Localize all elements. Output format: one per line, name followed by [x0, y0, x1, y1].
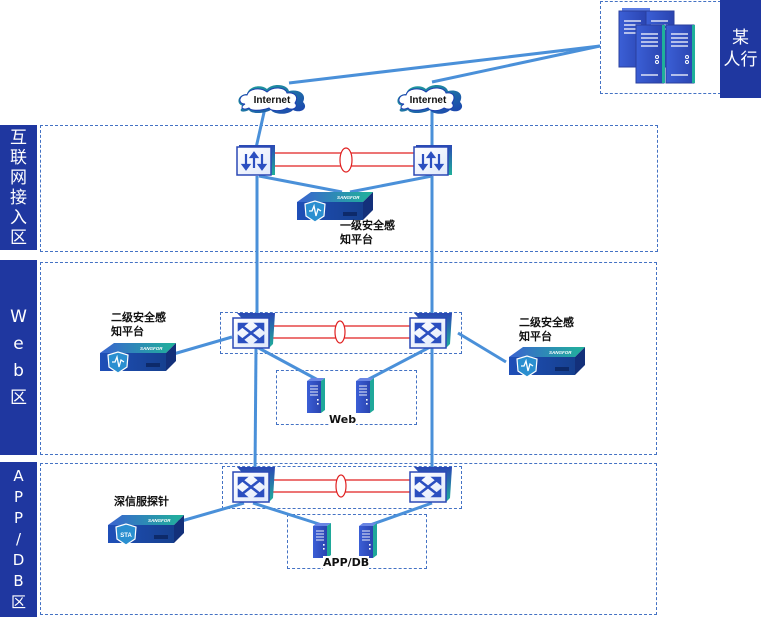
app-switch-group-box [222, 466, 462, 509]
internet-left-label: Internet [254, 95, 291, 106]
web-server-icon-1[interactable] [307, 378, 325, 413]
web-server-group-label: Web [329, 413, 357, 427]
link-bank-to-internet-right [431, 44, 601, 84]
web-switch-group-box [220, 312, 462, 354]
router-icon-left[interactable] [236, 145, 275, 176]
router-icon-right[interactable] [413, 145, 452, 176]
zone-label-char: 区 [10, 387, 27, 408]
svg-text:SANGFOR: SANGFOR [549, 350, 572, 355]
web-server-icon-2[interactable] [356, 378, 374, 413]
bank-label-line: 人行 [723, 50, 758, 70]
svg-text:SANGFOR: SANGFOR [337, 195, 360, 200]
links [169, 44, 601, 527]
zone-label-char: P [13, 488, 24, 506]
zone-box-web [40, 262, 657, 455]
bank-label: 某 人行 [720, 0, 761, 98]
security-appliance-icon-level1[interactable]: SANGFOR [297, 192, 373, 223]
zone-label-char: D [12, 551, 25, 569]
svg-text:SANGFOR: SANGFOR [140, 346, 163, 351]
zone-box-app-db [40, 463, 657, 615]
zone-label-web: W e b 区 [0, 260, 37, 455]
label-line: 知平台 [519, 330, 552, 343]
label-line: 二级安全感 [519, 316, 574, 329]
zone-label-char: 入 [10, 207, 27, 228]
switch-icon-app-right[interactable] [409, 467, 452, 503]
security-appliance-icon-level2-left[interactable]: SANGFOR [100, 343, 176, 374]
ha-bundle-web [334, 320, 346, 344]
switch-icon-app-left[interactable] [232, 467, 275, 503]
internet-right-label: Internet [410, 95, 447, 106]
servers [307, 378, 377, 558]
link-web-switch-right-to-web-server [366, 344, 433, 382]
app-server-icon-1[interactable] [313, 523, 331, 558]
zone-label-char: W [10, 306, 27, 327]
link-web-switch-left-to-web-server [254, 344, 319, 382]
switches [232, 313, 452, 503]
zone-label-char: A [13, 467, 24, 485]
svg-text:STA: STA [120, 533, 132, 539]
zone-label-char: 区 [10, 593, 26, 611]
probe-label: 深信服探针 [114, 495, 169, 508]
label-line: 二级安全感 [111, 311, 166, 324]
zone-label-char: b [13, 360, 24, 381]
svg-text:SANGFOR: SANGFOR [148, 518, 171, 523]
switch-icon-web-left[interactable] [232, 313, 275, 349]
label-line: 一级安全感 [340, 219, 395, 232]
security-appliance-icon-level2-right[interactable]: SANGFOR [509, 347, 585, 378]
zone-label-char: e [13, 333, 24, 354]
zone-label-char: B [13, 572, 24, 590]
level2-platform-right-label: 二级安全感 知平台 [519, 316, 574, 344]
appliances: SANGFOR SANGFOR SANGFOR SANGFOR STA [100, 192, 585, 546]
cloud-icon-left[interactable]: Internet [238, 85, 306, 114]
zone-label-char: 联 [10, 147, 27, 168]
link-app-switch-left-to-app-server [252, 501, 323, 527]
app-server-icon-2[interactable] [359, 523, 377, 558]
ha-bundle-router [339, 147, 353, 173]
ha-bundle-app [335, 474, 347, 498]
link-web-switch-left-to-l2-left [169, 335, 233, 357]
zone-label-char: P [13, 509, 24, 527]
label-line: 知平台 [111, 325, 144, 338]
level2-platform-left-label: 二级安全感 知平台 [111, 311, 166, 339]
link-app-switch-left-to-probe [177, 501, 245, 524]
zone-label-app-db: A P P / D B 区 [0, 462, 37, 617]
zone-label-char: / [15, 530, 22, 548]
link-internet-left-to-router [254, 107, 267, 149]
zone-box-internet-access [40, 125, 658, 252]
link-web-switch-right-to-l2-right [457, 331, 507, 364]
zone-label-internet-access: 互 联 网 接 入 区 [0, 125, 37, 250]
switch-icon-web-right[interactable] [409, 313, 452, 349]
zone-label-char: 区 [10, 227, 27, 248]
zone-label-char: 接 [10, 187, 27, 208]
bank-label-line: 某 [732, 28, 749, 48]
zone-label-char: 网 [10, 167, 27, 188]
server-cluster-icon [618, 8, 695, 84]
probe-appliance-icon[interactable]: SANGFOR STA [108, 515, 184, 546]
link-router-left-to-l1 [258, 174, 343, 194]
ha-links [272, 147, 415, 498]
link-bank-to-internet-left [288, 44, 601, 85]
label-line: 知平台 [340, 233, 373, 246]
link-router-right-to-l1 [349, 174, 433, 194]
level1-platform-label: 一级安全感 知平台 [340, 219, 395, 247]
cloud-icon-right[interactable]: Internet [397, 85, 463, 114]
link-app-switch-right-to-app-server [369, 501, 433, 527]
zone-label-char: 互 [10, 127, 27, 148]
appdb-server-group-label: APP/DB [323, 556, 370, 570]
link-web-switch-left-to-app [253, 347, 258, 473]
